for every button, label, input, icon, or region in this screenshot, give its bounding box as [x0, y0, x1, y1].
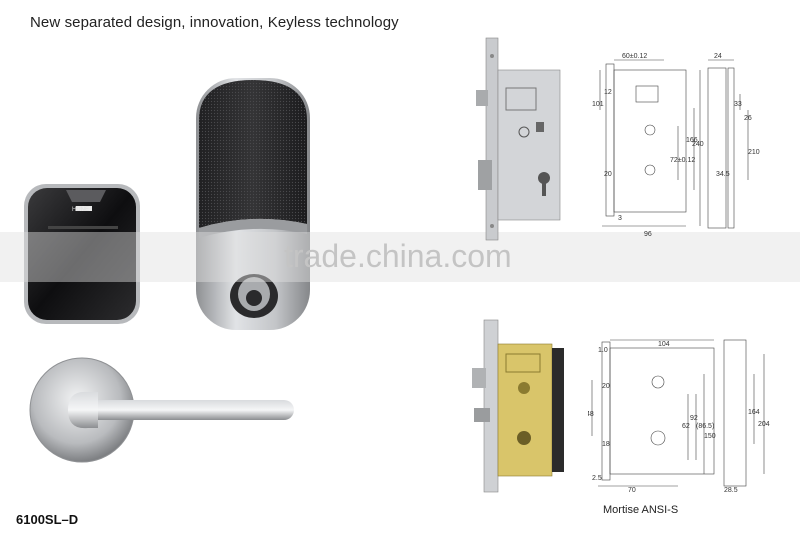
headline: New separated design, innovation, Keyles…	[30, 14, 399, 31]
dim-164: 164	[748, 409, 760, 416]
reader-logo: HUNE	[72, 207, 90, 213]
dim-20: 20	[604, 171, 612, 178]
card-reader-image	[24, 184, 140, 324]
dim-12: 12	[604, 89, 612, 96]
dim-104: 104	[658, 341, 670, 348]
dim-34-5: 34.5	[716, 171, 730, 178]
dim-1-0: 1.0	[598, 347, 608, 354]
lock-body-image	[196, 78, 310, 330]
dim-101: 101	[592, 101, 604, 108]
dim-210: 210	[748, 149, 760, 156]
dim-33: 33	[734, 101, 742, 108]
mortise-drawing-bottom: 1.0 104 20 48 8 62 92 (86.5) 150 18 2.5 …	[588, 339, 770, 494]
dim-48: 48	[588, 411, 594, 418]
dim-92: 92	[690, 415, 698, 422]
dim-60: 60±0.12	[622, 53, 647, 60]
watermark-text: trade.china.com	[284, 238, 512, 274]
dim-70: 70	[628, 487, 636, 494]
mortise-caption: Mortise ANSI-S	[603, 504, 679, 516]
dim-26: 26	[744, 115, 752, 122]
dim-28-5: 28.5	[724, 487, 738, 494]
dim-166: 166	[686, 137, 698, 144]
dim-96: 96	[644, 231, 652, 238]
mortise-photo-bottom	[472, 319, 564, 493]
dim-2-5: 2.5	[592, 475, 602, 482]
dim-62: 62	[682, 423, 690, 430]
dim-3: 3	[618, 215, 622, 222]
dim-204: 204	[758, 421, 770, 428]
mortise-drawing-top: 60±0.12 12 101 166 72±0.12 20 3 96 24 33…	[592, 53, 760, 238]
dim-72: 72±0.12	[670, 157, 695, 164]
dim-86-5: (86.5)	[696, 423, 714, 430]
watermark: trade.china.com	[0, 232, 800, 282]
dim-150: 150	[704, 433, 716, 440]
dim-18: 18	[602, 441, 610, 448]
dim-240: 240	[692, 141, 704, 148]
lever-handle-image	[29, 357, 294, 463]
dim-20: 20	[602, 383, 610, 390]
model-number: 6100SL–D	[16, 512, 79, 527]
dim-24: 24	[714, 53, 722, 60]
mortise-photo-top	[476, 37, 561, 241]
